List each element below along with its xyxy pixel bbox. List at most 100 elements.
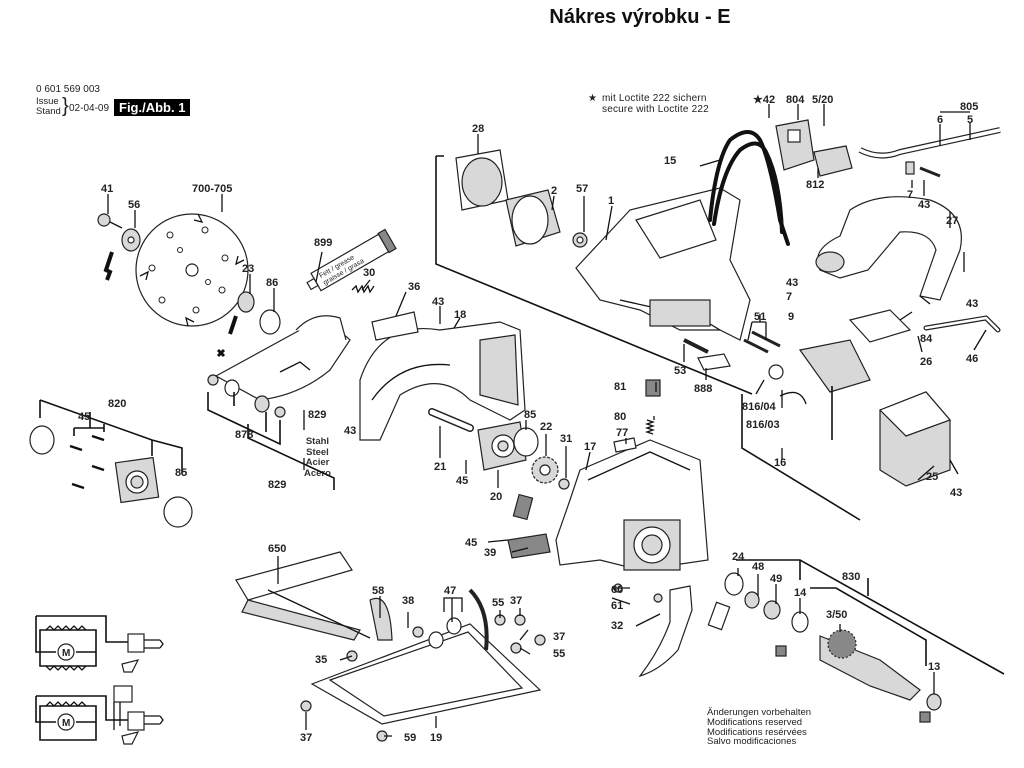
mounting-flange-23 <box>228 291 255 335</box>
part-label-84: 84 <box>920 333 933 345</box>
part-label-53: 53 <box>674 365 686 377</box>
part-label-37-right: 37 <box>553 631 565 643</box>
part-label-3-50: 3/50 <box>826 609 847 621</box>
figure-label: Fig./Abb. 1 <box>114 99 191 116</box>
o-ring-86 <box>259 309 281 335</box>
part-label-25: 25 <box>926 471 938 483</box>
o-ring-85 <box>513 427 539 457</box>
plate-84 <box>848 309 912 343</box>
part-label-2: 2 <box>551 185 557 197</box>
cable-clamp-7 <box>905 161 941 178</box>
part-label-59: 59 <box>404 732 416 744</box>
brace-glyph: } <box>62 95 69 117</box>
part-label-61: 61 <box>611 600 623 612</box>
part-label-30: 30 <box>363 267 375 279</box>
part-label-7-housing: 7 <box>786 291 792 303</box>
part-label-38: 38 <box>402 595 414 607</box>
flange-assembly-820 <box>29 425 193 528</box>
part-label-32: 32 <box>611 620 623 632</box>
part-labels: 41 56 700-705 23 86 899 30 28 2 57 1 15 … <box>78 94 978 744</box>
modifications-en: Modifications reserved <box>707 716 803 728</box>
loctite-note: ★ mit Loctite 222 sichern secure with Lo… <box>588 93 709 115</box>
part-label-60: 60 <box>611 584 623 596</box>
part-label-43-housing: 43 <box>786 277 798 289</box>
wiring-diagram-electronics: M <box>35 685 164 745</box>
part-label-15: 15 <box>664 155 676 167</box>
material-es: Acero <box>304 467 331 479</box>
gear-housing-17 <box>555 439 709 571</box>
spring-80 <box>644 419 656 435</box>
part-label-47: 47 <box>444 585 456 597</box>
clamping-flange-56 <box>103 228 141 281</box>
part-label-804: 804 <box>786 94 805 106</box>
part-label-35: 35 <box>315 654 327 666</box>
part-label-13: 13 <box>928 661 940 673</box>
part-label-18: 18 <box>454 309 466 321</box>
saw-blade <box>135 213 249 327</box>
switch-button-81 <box>645 379 661 397</box>
part-label-43-guard: 43 <box>432 296 444 308</box>
material-en: Steel <box>306 446 329 458</box>
part-label-46: 46 <box>966 353 978 365</box>
electronics-16 <box>768 339 871 405</box>
issue-date: 02-04-09 <box>69 103 110 114</box>
part-label-23: 23 <box>242 263 254 275</box>
plate-77 <box>613 437 637 453</box>
arbor-shaft-21 <box>428 408 474 432</box>
part-label-820: 820 <box>108 398 126 410</box>
part-label-45-flange: 45 <box>78 411 90 423</box>
part-label-650: 650 <box>268 543 286 555</box>
part-label-36: 36 <box>408 281 420 293</box>
part-label-43-handle: 43 <box>966 298 978 310</box>
lower-guard <box>214 315 351 401</box>
material-fr: Acier <box>305 457 330 468</box>
modifications-note: Änderungen vorbehalten Modifications res… <box>707 708 811 747</box>
bearing-flange-20 <box>477 421 527 471</box>
part-label-85-gear: 85 <box>524 409 536 421</box>
part-label-6: 6 <box>937 114 943 126</box>
loctite-note-en: secure with Loctite 222 <box>602 104 709 115</box>
part-label-7-cable-clamp: 7 <box>907 189 913 201</box>
part-label-43-cable-clamp: 43 <box>918 199 930 211</box>
part-label-81: 81 <box>614 381 626 393</box>
part-label-878: 878 <box>235 429 253 441</box>
part-label-41: 41 <box>101 183 113 195</box>
part-label-85-flange: 85 <box>175 467 187 479</box>
part-label-1: 1 <box>608 195 614 207</box>
capacitor-812 <box>813 145 853 177</box>
upper-guard-18 <box>359 321 526 441</box>
part-label-37-left: 37 <box>300 732 312 744</box>
part-label-31: 31 <box>560 433 572 445</box>
part-label-56: 56 <box>128 199 140 211</box>
part-label-816-03: 816/03 <box>746 419 780 431</box>
part-label-48: 48 <box>752 561 764 573</box>
page-title: Nákres výrobku - E <box>549 6 731 28</box>
cable-805 <box>858 127 1001 159</box>
part-label-55-upper: 55 <box>492 597 504 609</box>
part-label-77: 77 <box>616 427 628 439</box>
leader-lines <box>39 104 1005 737</box>
part-label-80: 80 <box>614 411 626 423</box>
part-label-17: 17 <box>584 441 596 453</box>
part-label-51: 51 <box>754 311 766 323</box>
modifications-de: Änderungen vorbehalten <box>707 707 812 718</box>
part-label-829-material: 829 <box>308 409 326 421</box>
part-label-805: 805 <box>960 101 978 113</box>
issue-label: Issue <box>36 96 59 107</box>
part-label-700-705: 700-705 <box>192 183 232 195</box>
part-label-9: 9 <box>788 311 794 323</box>
guard-hardware-878 <box>207 348 286 418</box>
flange-screw-41 <box>97 213 123 229</box>
part-label-27: 27 <box>946 215 958 227</box>
hex-key-46 <box>923 315 1001 333</box>
part-label-43-cover: 43 <box>950 487 962 499</box>
motor-housing-1 <box>575 187 751 341</box>
part-label-5-20: 5/20 <box>812 94 833 106</box>
part-label-49: 49 <box>770 573 782 585</box>
part-label-19: 19 <box>430 732 442 744</box>
part-label-14: 14 <box>794 587 807 599</box>
stator-2 <box>505 189 561 247</box>
part-label-28: 28 <box>472 123 484 135</box>
base-hardware <box>300 614 546 742</box>
